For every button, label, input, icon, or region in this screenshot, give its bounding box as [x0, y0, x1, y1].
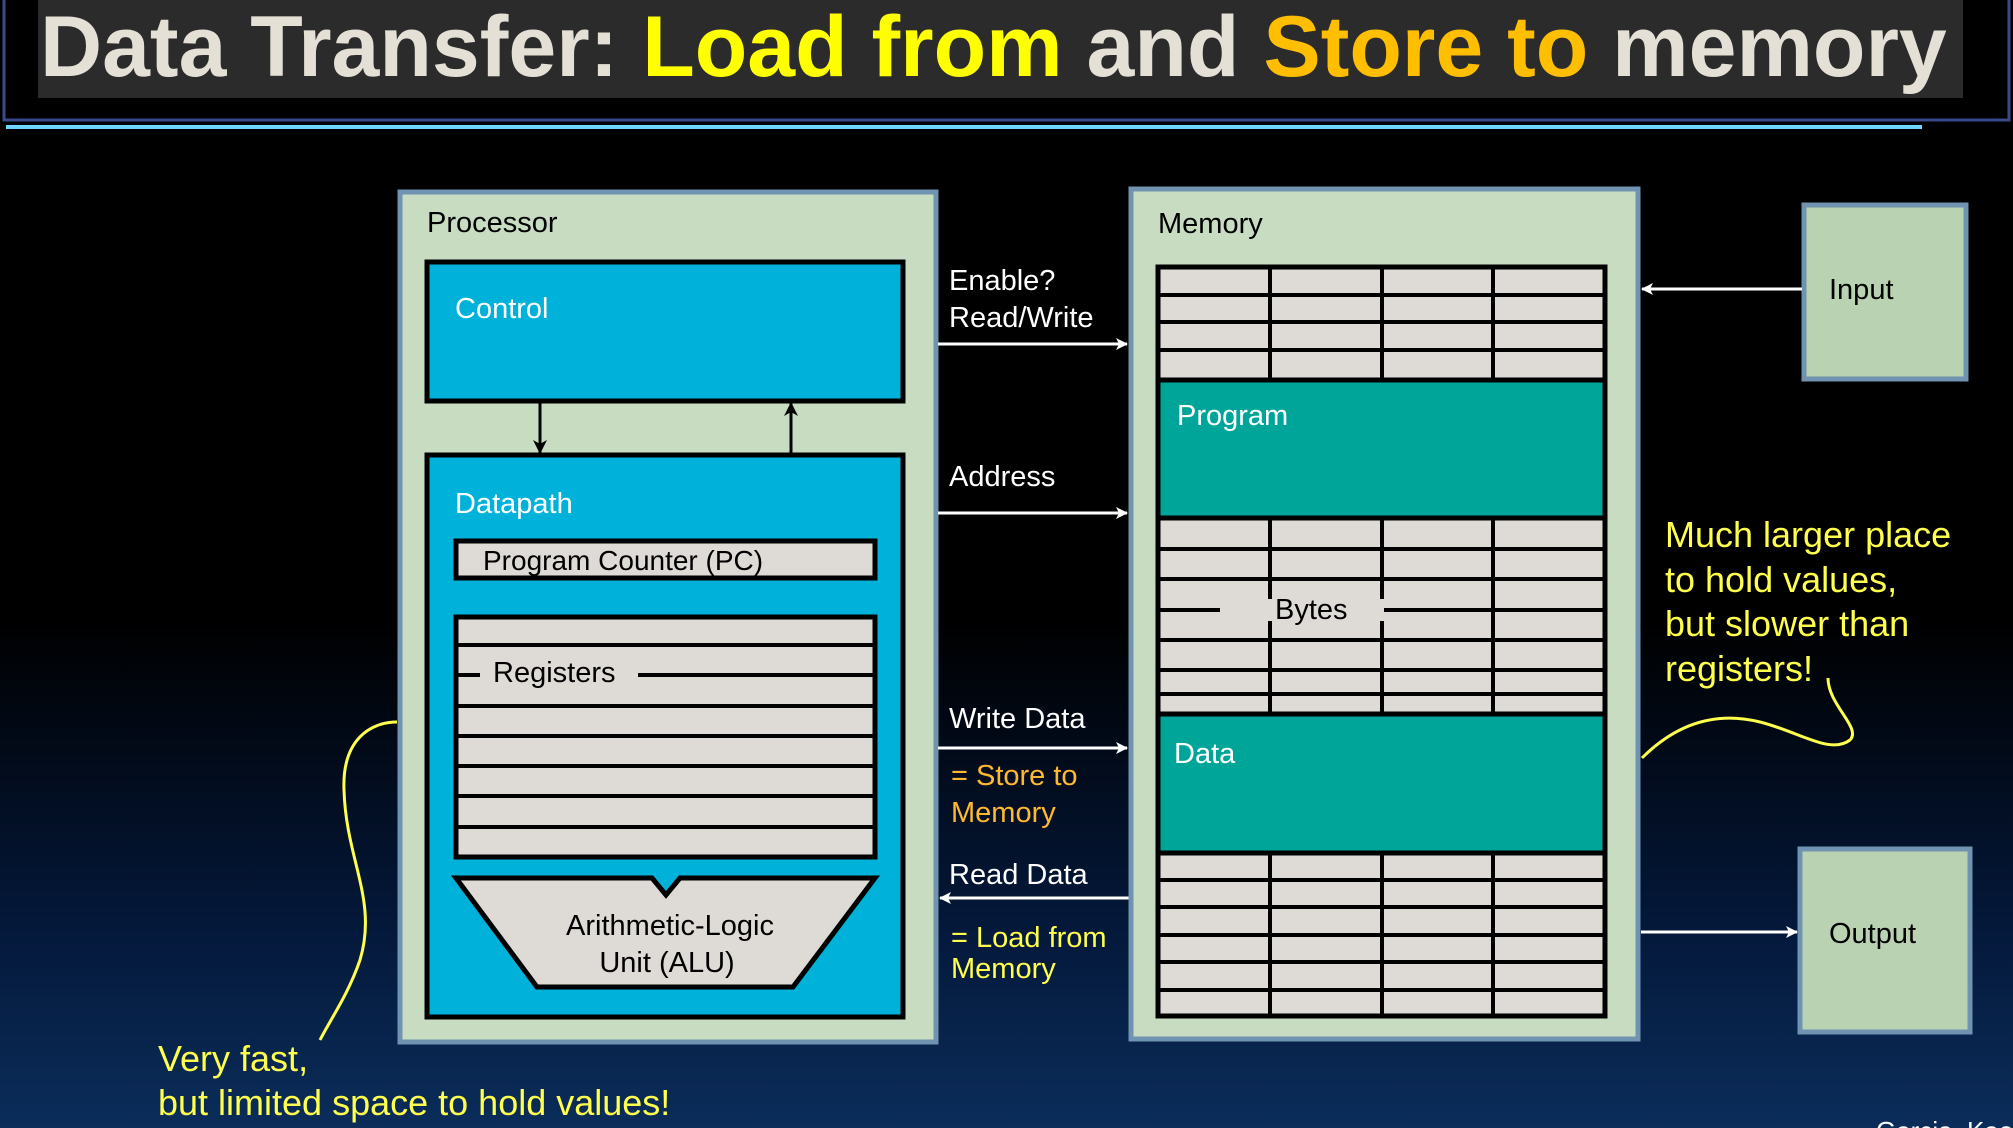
memory-note-line1: Much larger place	[1665, 514, 1951, 555]
bus-signals: Enable? Read/Write Address Write Data = …	[938, 265, 1129, 985]
processor-label: Processor	[427, 207, 558, 239]
memory-bytes-top	[1155, 264, 1608, 383]
alu-label-line1: Arithmetic-Logic	[566, 910, 774, 942]
load-caption-line1: = Load from	[951, 922, 1107, 954]
register-note-line2: but limited space to hold values!	[158, 1082, 670, 1123]
store-caption-line2: Memory	[951, 797, 1056, 829]
control-box	[424, 259, 906, 404]
footer-credit: Garcia, Kao	[1876, 1116, 2013, 1128]
output-label: Output	[1829, 918, 1916, 950]
register-note-connector	[318, 720, 398, 1041]
load-caption-line2: Memory	[951, 953, 1056, 985]
memory-annotation: Much larger place to hold values, but sl…	[1640, 514, 1951, 760]
read-data-label: Read Data	[949, 859, 1089, 891]
data-label: Data	[1174, 738, 1236, 770]
memory-bytes-bottom	[1155, 850, 1608, 1019]
memory-note-line4: registers!	[1665, 648, 1813, 689]
input-label: Input	[1829, 274, 1894, 306]
output-device: Output	[1797, 846, 1973, 1035]
register-file	[453, 614, 878, 860]
data-segment	[1155, 711, 1608, 856]
processor-panel: Processor Control Datapath Program Count…	[397, 189, 939, 1045]
memory-note-line2: to hold values,	[1665, 559, 1897, 600]
program-label: Program	[1177, 400, 1288, 432]
register-annotation: Very fast, but limited space to hold val…	[158, 720, 670, 1123]
title-bar: Data Transfer: Load from and Store to me…	[2, 0, 2011, 129]
memory-bytes-middle	[1155, 515, 1608, 717]
alu-shape	[451, 875, 881, 990]
registers-label: Registers	[493, 657, 616, 689]
address-label: Address	[949, 461, 1055, 493]
memory-note-line3: but slower than	[1665, 603, 1909, 644]
memory-label: Memory	[1158, 208, 1263, 240]
control-label: Control	[455, 293, 549, 325]
page-title: Data Transfer: Load from and Store to me…	[40, 0, 1947, 95]
datapath-label: Datapath	[455, 488, 573, 520]
write-data-label: Write Data	[949, 703, 1086, 735]
register-note-line1: Very fast,	[158, 1038, 308, 1079]
enable-label: Enable?	[949, 265, 1055, 297]
pc-label: Program Counter (PC)	[483, 545, 763, 576]
input-device: Input	[1801, 202, 1969, 382]
memory-note-connector	[1640, 677, 1854, 760]
alu-label-line2: Unit (ALU)	[599, 947, 734, 979]
memory-panel: Memory Program Bytes	[1128, 186, 1641, 1042]
bytes-label: Bytes	[1275, 594, 1348, 626]
program-counter	[453, 538, 878, 581]
store-caption-line1: = Store to	[951, 760, 1078, 792]
read-write-label: Read/Write	[949, 302, 1094, 334]
